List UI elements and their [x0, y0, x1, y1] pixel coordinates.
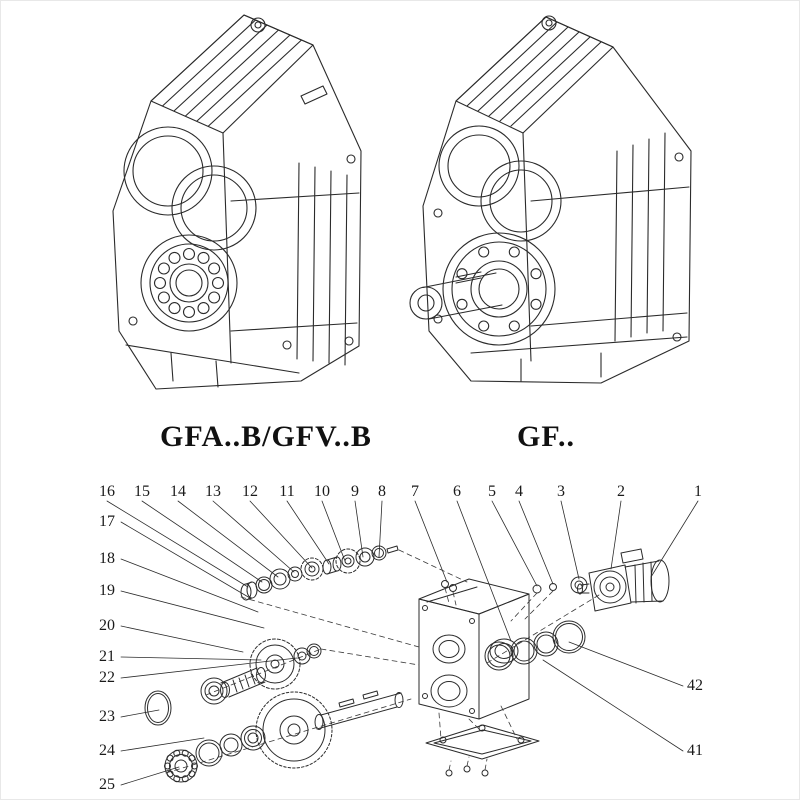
callout-14: 14 [170, 483, 186, 500]
callout-leader-lines [106, 500, 699, 786]
callout-7: 7 [411, 483, 419, 500]
callout-42: 42 [687, 677, 703, 694]
callout-16: 16 [99, 483, 115, 500]
callout-4: 4 [515, 483, 523, 500]
callout-9: 9 [351, 483, 359, 500]
caption-right-model: GF.. [517, 420, 575, 453]
callout-12: 12 [242, 483, 258, 500]
callout-6: 6 [453, 483, 461, 500]
callout-13: 13 [205, 483, 221, 500]
callout-21: 21 [99, 648, 115, 665]
callout-19: 19 [99, 582, 115, 599]
callout-18: 18 [99, 550, 115, 567]
callout-25: 25 [99, 776, 115, 793]
callout-5: 5 [488, 483, 496, 500]
exploded-view-parts [144, 545, 670, 783]
callout-20: 20 [99, 617, 115, 634]
gearbox-drawing-gfab [112, 14, 362, 390]
callout-3: 3 [557, 483, 565, 500]
caption-left-model: GFA..B/GFV..B [160, 420, 372, 453]
callout-22: 22 [99, 669, 115, 686]
assembly-axis-lines [165, 549, 600, 774]
callout-24: 24 [99, 742, 115, 759]
callout-8: 8 [378, 483, 386, 500]
gearbox-drawing-gf [409, 15, 692, 384]
callout-11: 11 [279, 483, 295, 500]
callout-17: 17 [99, 513, 115, 530]
callout-41: 41 [687, 742, 703, 759]
callout-15: 15 [134, 483, 150, 500]
callout-10: 10 [314, 483, 330, 500]
callout-1: 1 [694, 483, 702, 500]
callout-23: 23 [99, 708, 115, 725]
callout-2: 2 [617, 483, 625, 500]
